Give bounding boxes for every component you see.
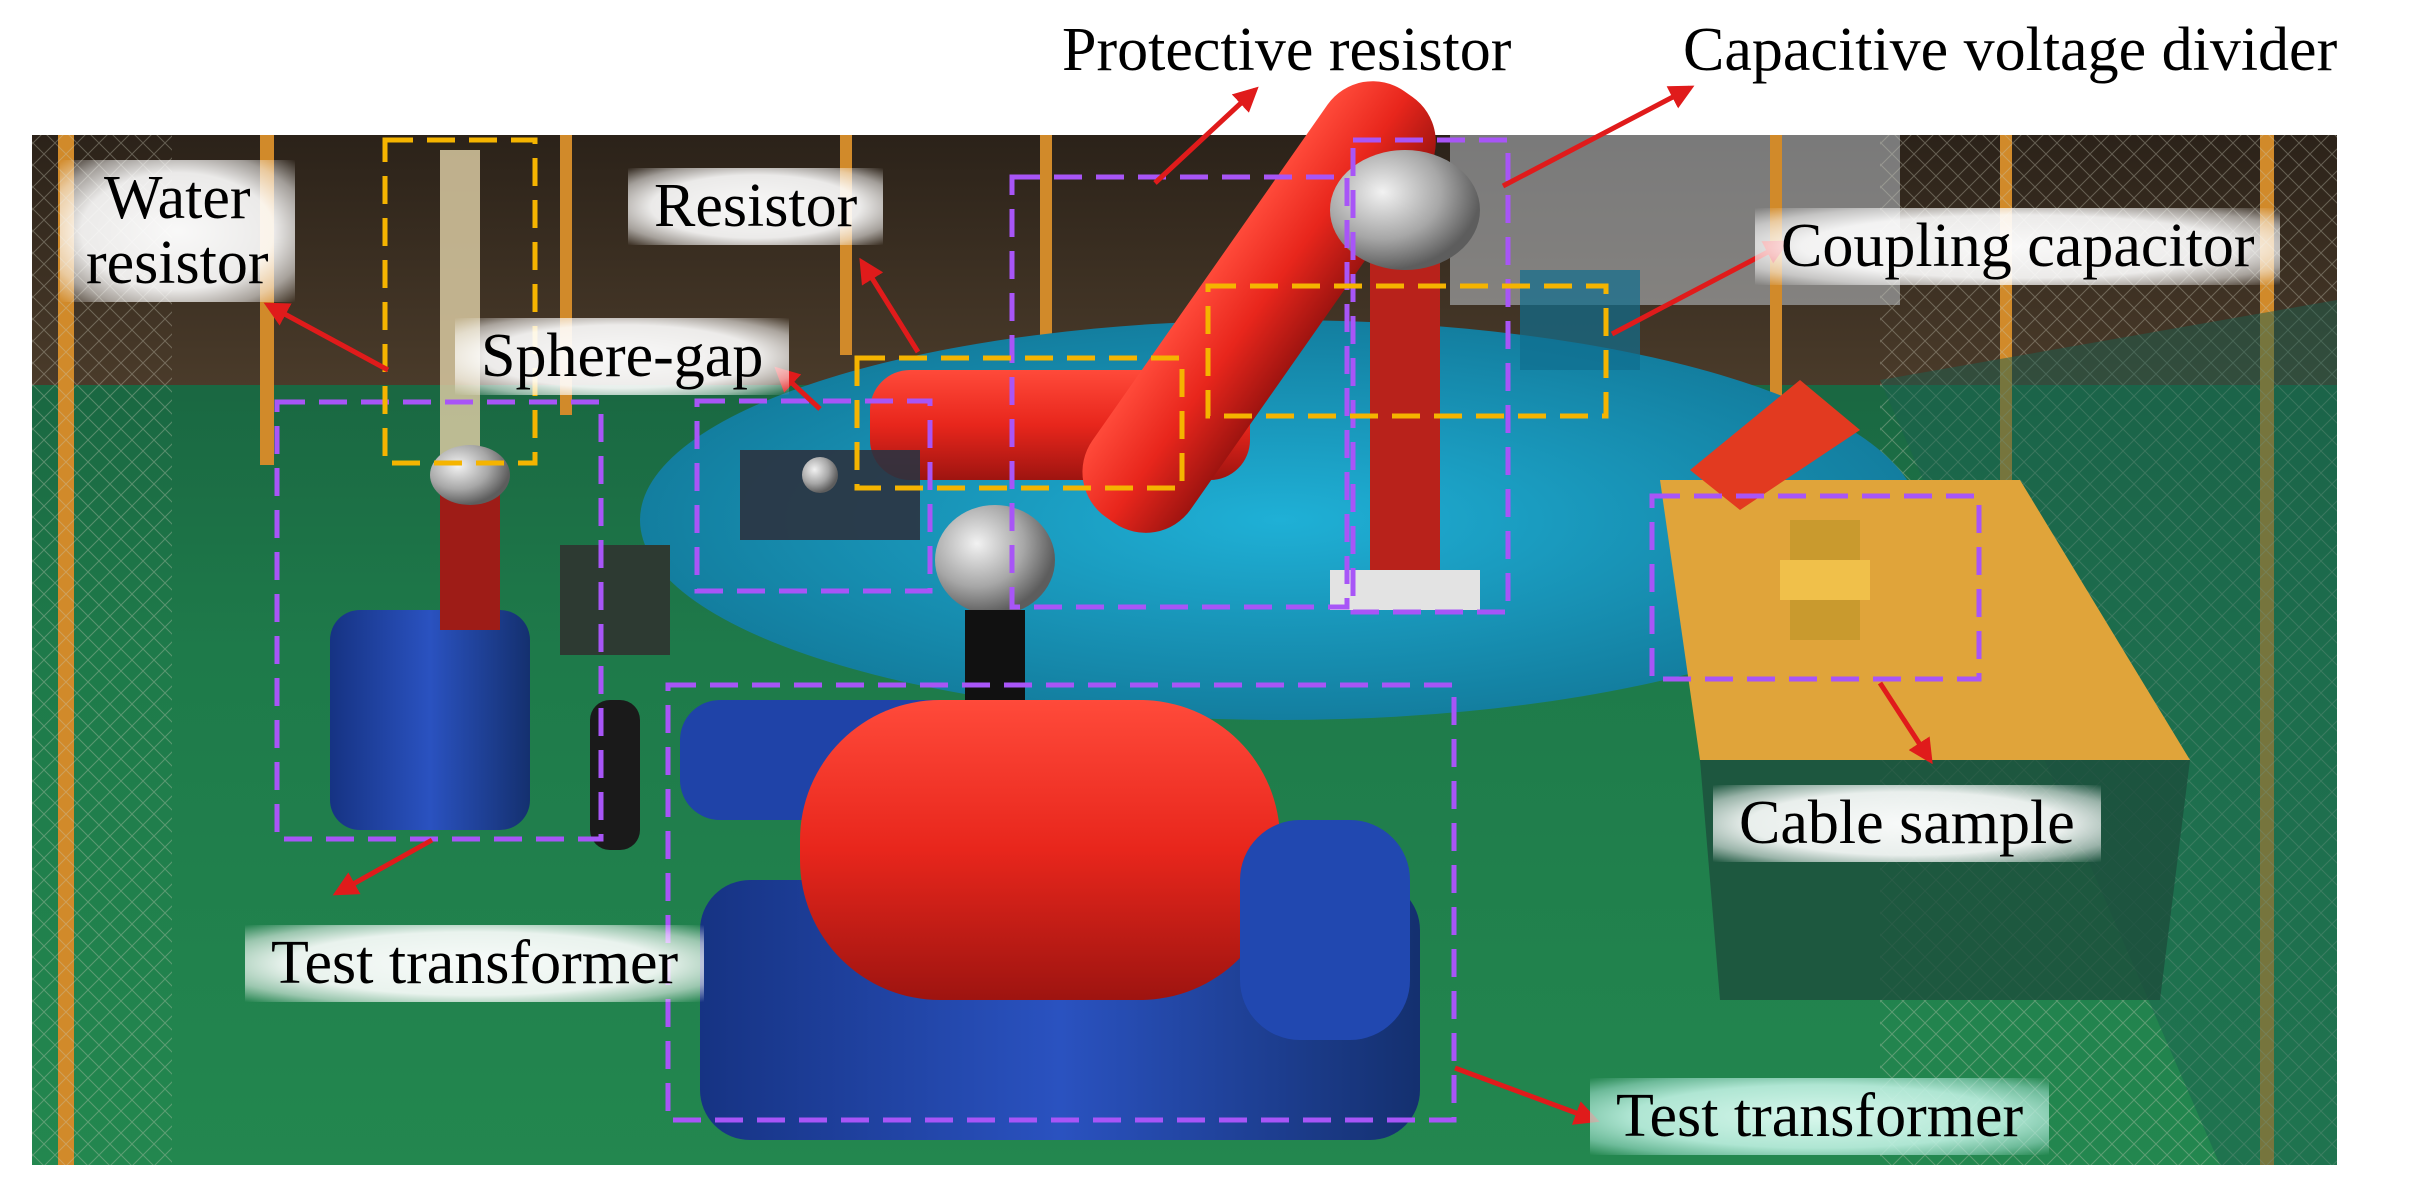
- orange-box-group: [382, 137, 1609, 491]
- label-capacitive-voltage-divider: Capacitive voltage divider: [1683, 16, 2338, 84]
- label-water-resistor-line2: resistor: [86, 229, 269, 298]
- box-main-test-transformer: [665, 682, 1457, 1123]
- label-test-transformer-left: Test transformer: [245, 925, 705, 1003]
- label-coupling-capacitor: Coupling capacitor: [1755, 208, 2281, 286]
- lab-photo: [32, 81, 2337, 1165]
- arrow-test-transformer-left: [332, 837, 434, 896]
- box-capacitive-voltage-divider: [1350, 137, 1511, 615]
- box-resistor: [854, 355, 1185, 491]
- box-left-test-transformer: [274, 399, 604, 842]
- label-sphere-gap: Sphere-gap: [455, 318, 790, 396]
- label-protective-resistor: Protective resistor: [1062, 16, 1512, 84]
- label-water-resistor: Water resistor: [60, 160, 295, 303]
- arrow-capacitive-voltage-divider: [1501, 85, 1695, 189]
- arrow-water-resistor: [263, 302, 390, 373]
- label-cable-sample: Cable sample: [1713, 785, 2101, 863]
- box-protective-resistor: [1009, 174, 1350, 610]
- box-water-resistor: [382, 137, 538, 466]
- label-water-resistor-line1: Water: [104, 164, 251, 232]
- box-cable-sample: [1649, 493, 1982, 682]
- label-test-transformer-bottom: Test transformer: [1590, 1078, 2050, 1156]
- arrow-cable-sample: [1877, 681, 1933, 765]
- arrow-resistor: [859, 257, 921, 354]
- arrow-protective-resistor: [1153, 86, 1259, 185]
- purple-box-group: [274, 137, 1982, 1123]
- box-coupling-capacitor: [1205, 283, 1609, 419]
- arrow-test-transformer-bottom: [1454, 1065, 1600, 1125]
- label-resistor: Resistor: [628, 168, 884, 246]
